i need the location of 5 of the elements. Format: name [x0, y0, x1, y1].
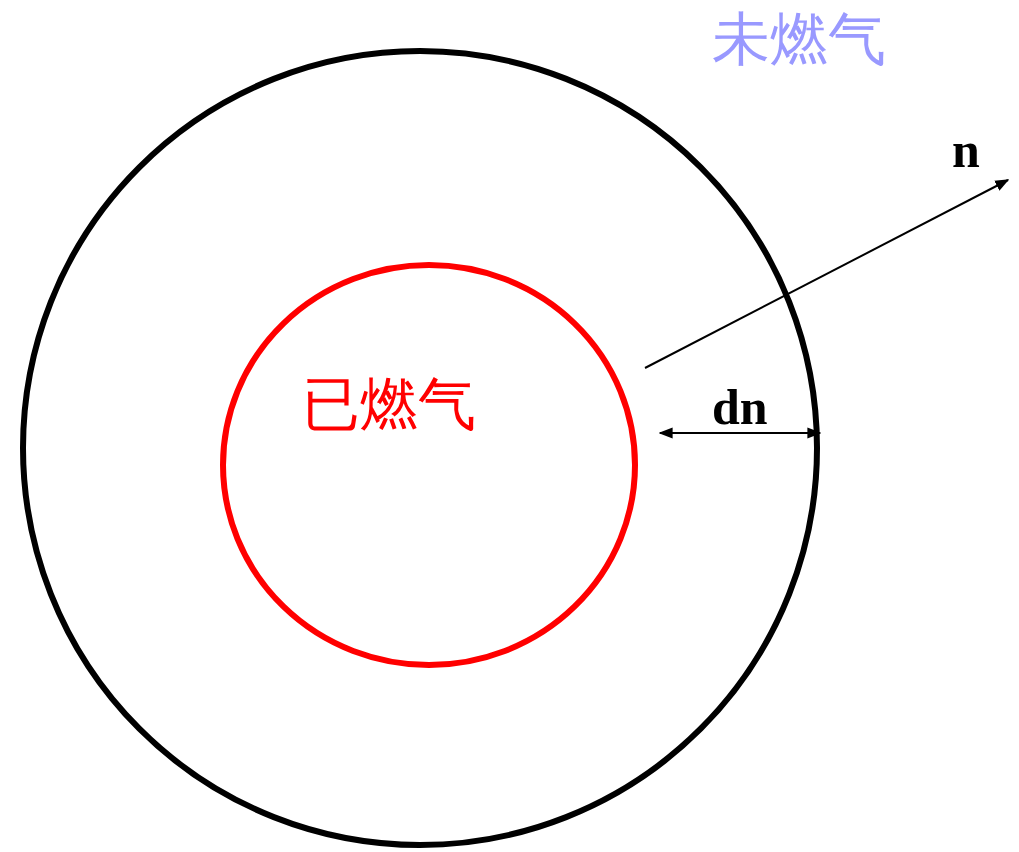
- dimension-label: dn: [712, 382, 768, 432]
- inner-circle: [220, 262, 638, 668]
- vector-label: n: [952, 125, 980, 175]
- region-label: 已燃气: [302, 375, 476, 433]
- region-label: 未燃气: [712, 10, 886, 68]
